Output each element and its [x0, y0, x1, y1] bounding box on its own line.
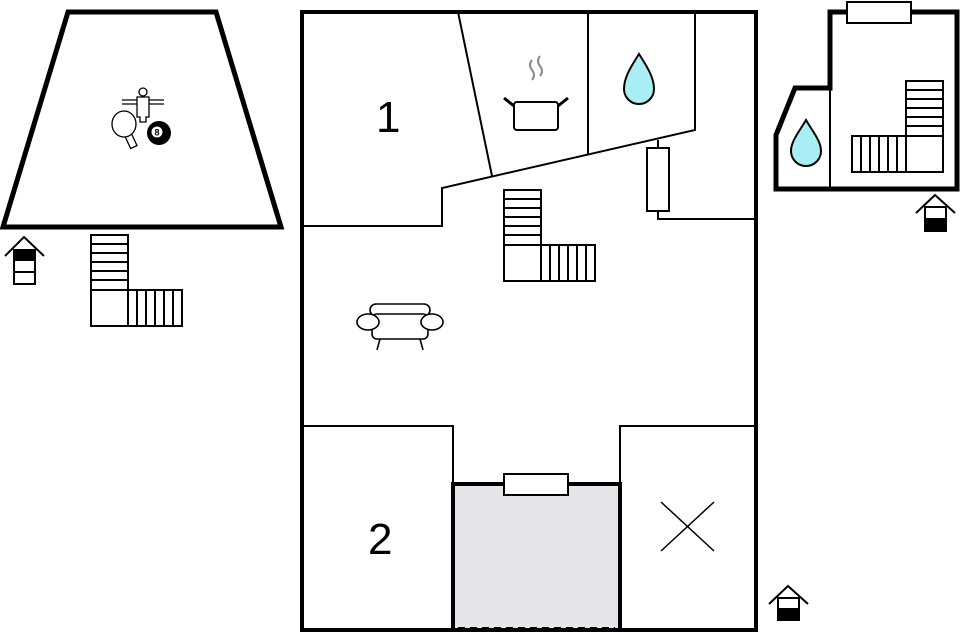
entrance-icon [768, 584, 809, 621]
billiard-ball-number: 8 [154, 128, 159, 138]
stairs-icon [851, 80, 944, 173]
stairs-icon [503, 189, 596, 282]
room-label-1: 1 [376, 93, 401, 142]
window-icon [503, 473, 569, 496]
room-label-2: 2 [368, 515, 393, 564]
billiard-ball-icon: 8 [147, 121, 171, 145]
sofa-icon [356, 303, 444, 351]
main-house-outline [300, 10, 758, 632]
water-drop-icon [622, 52, 656, 105]
stairs-icon [90, 234, 183, 327]
cross-icon [660, 501, 715, 552]
entrance-icon [915, 193, 956, 232]
foosball-icon [122, 87, 164, 123]
entrance-icon [4, 235, 45, 285]
ping-pong-paddle-icon [111, 110, 138, 150]
water-drop-icon [789, 118, 823, 167]
window-icon [846, 1, 912, 24]
garage-area [453, 484, 620, 630]
kitchen-pot-icon [503, 55, 569, 131]
radiator-icon [646, 147, 670, 212]
